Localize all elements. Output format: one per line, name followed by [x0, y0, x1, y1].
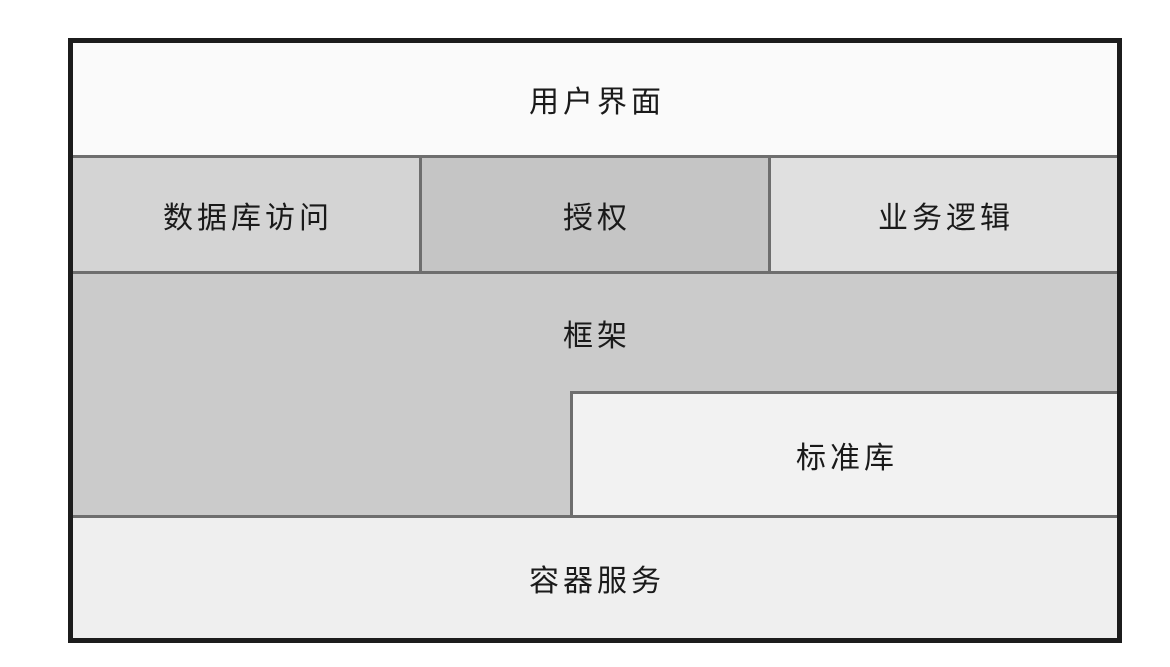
box-business-logic-label: 业务逻辑 [878, 201, 1014, 235]
layer-user-interface: 用户界面 [73, 43, 1117, 158]
box-database-access-label: 数据库访问 [163, 201, 333, 235]
box-database-access: 数据库访问 [73, 158, 422, 271]
box-standard-library: 标准库 [570, 391, 1117, 515]
box-authorization: 授权 [422, 158, 771, 271]
layer-container-services-label: 容器服务 [529, 565, 665, 598]
layer-container-services: 容器服务 [73, 518, 1117, 638]
framework-label-zone: 框架 [73, 274, 1117, 391]
layer-framework-label: 框架 [563, 319, 631, 353]
box-authorization-label: 授权 [563, 201, 631, 235]
architecture-diagram: 用户界面 数据库访问 授权 业务逻辑 框架 标准库 容器服务 [68, 38, 1122, 643]
box-standard-library-label: 标准库 [796, 441, 898, 475]
middle-layer-row: 数据库访问 授权 业务逻辑 [73, 158, 1117, 274]
box-business-logic: 业务逻辑 [771, 158, 1117, 271]
layer-framework: 框架 标准库 [73, 274, 1117, 518]
layer-user-interface-label: 用户界面 [529, 86, 665, 119]
